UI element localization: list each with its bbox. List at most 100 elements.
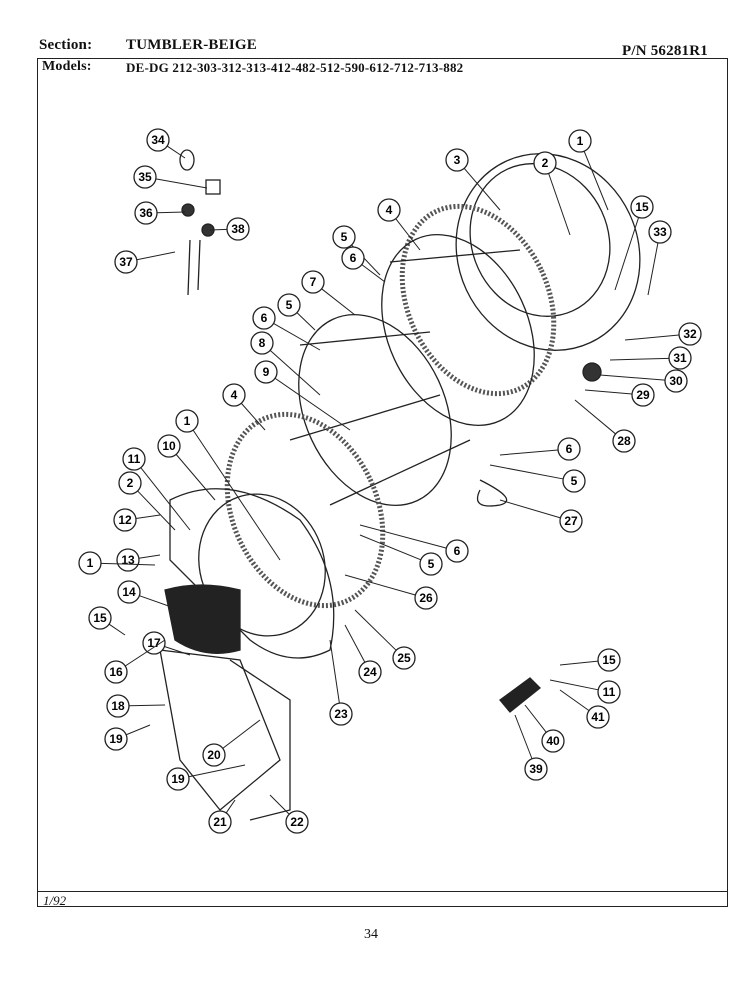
leader-line: [139, 595, 181, 611]
callout-number: 2: [127, 476, 134, 490]
leader-line: [499, 449, 559, 456]
callout-34: 34: [146, 128, 186, 159]
callout-6: 6: [359, 524, 469, 563]
diagram-frame: [37, 58, 728, 907]
callout-number: 41: [591, 710, 605, 724]
callout-circle: [118, 471, 142, 495]
section-label: Section:: [39, 37, 93, 53]
rear-bulkhead: [455, 153, 641, 351]
leader-line: [274, 377, 351, 431]
callout-16: 16: [104, 639, 166, 684]
callout-circle: [597, 680, 621, 704]
leader-line: [524, 704, 547, 733]
callout-9: 9: [254, 360, 351, 431]
callout-number: 19: [109, 732, 123, 746]
callout-11: 11: [122, 447, 191, 531]
callout-number: 29: [636, 388, 650, 402]
leader-line: [138, 554, 161, 559]
leader-line: [166, 145, 186, 159]
callout-circle: [445, 539, 469, 563]
callout-circle: [419, 552, 443, 576]
callout-25: 25: [354, 609, 416, 670]
callout-number: 17: [147, 636, 161, 650]
callout-30: 30: [599, 369, 688, 393]
callout-number: 11: [603, 685, 616, 699]
callout-circle: [146, 128, 170, 152]
leader-line: [108, 623, 126, 636]
leader-line: [344, 574, 416, 596]
callout-number: 19: [171, 772, 185, 786]
lint-filter: [159, 584, 291, 821]
callout-circle: [104, 727, 128, 751]
callout-number: 6: [566, 442, 573, 456]
callout-number: 30: [669, 374, 683, 388]
callout-circle: [254, 360, 278, 384]
leader-line: [359, 524, 447, 549]
callout-3: 3: [445, 148, 501, 211]
callout-number: 5: [571, 474, 578, 488]
leader-line: [128, 704, 166, 707]
callout-circle: [202, 743, 226, 767]
callout-circle: [392, 646, 416, 670]
leader-line: [222, 719, 261, 749]
callout-number: 20: [207, 748, 221, 762]
wire-harness: [476, 479, 508, 507]
callout-31: 31: [609, 346, 692, 370]
callout-39: 39: [514, 714, 548, 781]
callout-number: 27: [564, 514, 578, 528]
leader-line: [175, 454, 216, 501]
leader-line: [269, 349, 321, 396]
callout-number: 25: [397, 651, 411, 665]
leader-line: [240, 402, 266, 431]
callout-number: 21: [213, 815, 227, 829]
callout-circle: [114, 250, 138, 274]
callout-number: 38: [231, 222, 245, 236]
callout-number: 3: [454, 153, 461, 167]
callout-number: 33: [653, 225, 667, 239]
callout-circle: [106, 694, 130, 718]
callout-28: 28: [574, 399, 636, 453]
callout-circle: [559, 509, 583, 533]
callout-37: 37: [114, 250, 176, 274]
callout-circle: [414, 586, 438, 610]
footer-divider: [37, 891, 728, 892]
callout-19: 19: [166, 764, 246, 791]
callout-circle: [648, 220, 672, 244]
callout-21: 21: [208, 799, 236, 834]
drum: [289, 234, 535, 506]
leader-line: [514, 714, 533, 759]
leader-line: [192, 429, 281, 561]
callout-5: 5: [277, 293, 316, 331]
callout-5: 5: [489, 464, 586, 493]
callout-35: 35: [133, 165, 208, 189]
callout-number: 32: [683, 327, 697, 341]
callout-7: 7: [301, 270, 356, 316]
section-title: TUMBLER-BEIGE: [126, 37, 257, 53]
callout-number: 5: [428, 557, 435, 571]
callout-14: 14: [117, 580, 181, 611]
callout-6: 6: [499, 437, 581, 461]
leader-line: [209, 228, 228, 231]
leader-line: [155, 178, 208, 189]
leader-line: [321, 288, 356, 316]
callout-24: 24: [344, 624, 382, 684]
callout-circle: [612, 429, 636, 453]
models-label: Models:: [42, 59, 92, 74]
callout-circle: [285, 810, 309, 834]
callout-number: 10: [162, 439, 176, 453]
callout-1: 1: [175, 409, 281, 561]
callout-number: 26: [419, 591, 433, 605]
callout-circle: [524, 757, 548, 781]
leader-line: [164, 646, 191, 656]
callout-number: 13: [121, 553, 135, 567]
callout-17: 17: [142, 631, 191, 656]
leader-line: [548, 173, 571, 236]
callout-number: 6: [350, 251, 357, 265]
callout-number: 4: [386, 203, 393, 217]
callout-1: 1: [78, 551, 156, 575]
callout-36: 36: [134, 201, 186, 225]
leader-line: [359, 534, 422, 561]
leader-line: [395, 218, 421, 251]
callout-circle: [341, 246, 365, 270]
